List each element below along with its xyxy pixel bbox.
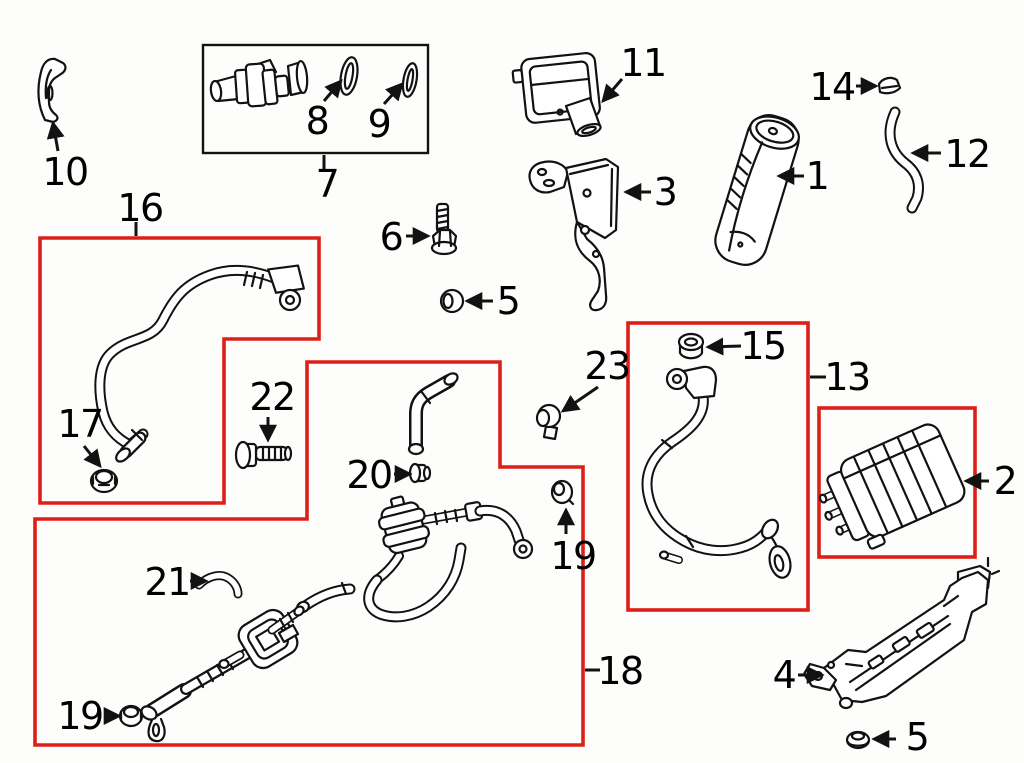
part-13-hose [641, 365, 792, 579]
part-14-clip [877, 76, 902, 95]
part-3-bracket [528, 157, 620, 312]
callout-label-5-lower: 5 [905, 715, 930, 759]
part-6-bolt [430, 202, 458, 256]
callout-label-16: 16 [117, 186, 164, 230]
callout-label-1: 1 [805, 154, 830, 198]
callout-label-10: 10 [42, 150, 89, 194]
part-19-mid-grommet [550, 479, 575, 506]
part-17-nut [89, 468, 119, 494]
part-7-valve-assembly [209, 58, 309, 108]
part-1-vent-tube [714, 114, 800, 266]
arrow-17 [82, 445, 102, 469]
callout-label-2: 2 [993, 459, 1018, 503]
arrow-15 [705, 337, 742, 356]
part-10-bracket [37, 57, 67, 124]
arrow-9 [382, 81, 404, 106]
callout-label-3: 3 [653, 170, 678, 214]
part-18-elbow-tube [407, 372, 459, 456]
callout-label-5-upper: 5 [496, 279, 521, 323]
part-18-lower-assembly [140, 605, 305, 743]
arrow-10 [46, 120, 65, 152]
callout-label-18: 18 [597, 649, 644, 693]
callout-label-11: 11 [620, 41, 667, 85]
part-19-lower-nut [118, 704, 144, 728]
part-11-solenoid [511, 52, 602, 138]
callout-label-4: 4 [772, 653, 797, 697]
arrow-8 [322, 78, 343, 102]
part-15-cap [677, 332, 705, 360]
group-box-7 [201, 43, 430, 155]
callout-label-22: 22 [249, 375, 296, 419]
part-18-connector-assembly [373, 495, 534, 584]
callout-label-20: 20 [346, 453, 393, 497]
part-23-clip [535, 403, 562, 441]
part-8-oring [339, 56, 359, 96]
callout-label-14: 14 [809, 65, 856, 109]
part-20-nut [408, 462, 432, 484]
arrow-11 [601, 78, 624, 104]
arrow-23 [560, 385, 599, 413]
part-12-hose [884, 106, 924, 214]
highlight-box-18 [33, 360, 585, 747]
part-5-upper-grommet [439, 288, 465, 314]
part-18-s-hose [363, 542, 467, 623]
callout-label-7: 7 [315, 162, 340, 206]
part-4-skid-plate [802, 556, 1001, 710]
callout-label-15: 15 [740, 324, 787, 368]
part-16-hose [94, 264, 305, 463]
part-18-elbow-stub [296, 581, 356, 614]
callout-label-17: 17 [57, 402, 104, 446]
highlight-box-13 [626, 321, 810, 612]
callout-arrows [46, 77, 989, 748]
part-5-lower-nut [845, 730, 871, 750]
callout-label-6: 6 [379, 215, 404, 259]
callout-label-23: 23 [584, 344, 631, 388]
part-22-bolt [234, 440, 293, 470]
highlight-box-16 [38, 236, 321, 505]
callout-label-19-mid: 19 [550, 534, 597, 578]
part-2-canister [818, 423, 966, 550]
callout-label-9: 9 [367, 102, 392, 146]
part-9-oring [401, 62, 419, 98]
callout-label-12: 12 [944, 132, 991, 176]
callout-label-8: 8 [305, 99, 330, 143]
callout-label-13: 13 [824, 355, 871, 399]
callout-label-21: 21 [144, 560, 191, 604]
callout-label-19-lower: 19 [57, 694, 104, 738]
part-21-hose [194, 571, 243, 599]
